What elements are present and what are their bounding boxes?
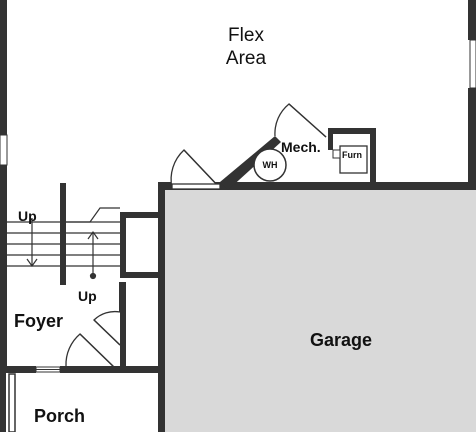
doors <box>65 103 327 370</box>
stairs-up-label-lower: Up <box>78 288 97 304</box>
water-heater-label: WH <box>263 160 278 170</box>
mech-equipment <box>253 145 368 182</box>
garage-floor <box>164 188 476 432</box>
stairs-up-label-upper: Up <box>18 208 37 224</box>
flex-area-label-1: Flex <box>228 25 264 46</box>
furnace-label: Furn <box>342 150 362 160</box>
water-heater-icon <box>253 148 287 182</box>
porch-post <box>8 373 16 432</box>
foyer-label: Foyer <box>14 311 63 331</box>
porch-label: Porch <box>34 406 85 426</box>
front-window <box>35 366 61 373</box>
stairs <box>7 207 120 280</box>
garage-label: Garage <box>310 330 372 350</box>
flex-area-label-2: Area <box>226 48 267 69</box>
furnace-icon <box>339 145 368 174</box>
mech-label: Mech. <box>281 139 321 155</box>
